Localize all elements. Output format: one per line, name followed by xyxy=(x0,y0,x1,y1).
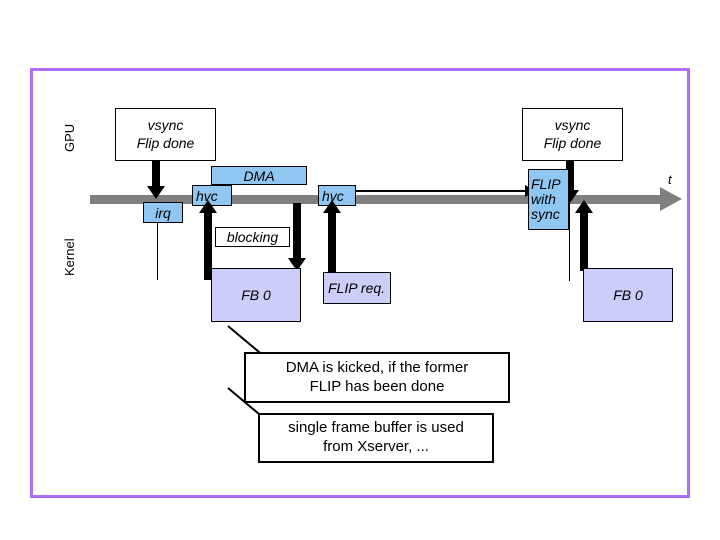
vsync-left-line1: vsync xyxy=(147,117,184,133)
callout-box-single-framebuffer: single frame buffer is used from Xserver… xyxy=(258,413,494,463)
vsync-right-line1: vsync xyxy=(554,117,591,133)
vsync-flip-done-box-left: vsync Flip done xyxy=(115,108,216,161)
lane-label-gpu: GPU xyxy=(62,123,77,153)
flip-with-sync-line3: sync xyxy=(531,206,560,223)
fb-right-to-flip-arrow-head xyxy=(575,200,593,213)
fb-left-label: FB 0 xyxy=(241,287,271,303)
vsync-right-lifeline xyxy=(569,203,570,281)
hvc-to-flip-connector-line xyxy=(356,190,527,192)
vsync-right-arrow-shaft xyxy=(566,161,574,194)
irq-lifeline xyxy=(157,223,158,280)
flip-with-sync-box: FLIP with sync xyxy=(528,169,569,230)
callout-1-line2: FLIP has been done xyxy=(309,377,445,395)
time-axis-label: t xyxy=(668,172,672,187)
vsync-right-line2: Flip done xyxy=(543,134,602,151)
irq-box: irq xyxy=(143,202,183,223)
hvc-first-label: hvc xyxy=(196,187,218,204)
callout-2-line2: from Xserver, ... xyxy=(323,438,429,455)
frame-buffer-box-right: FB 0 xyxy=(583,268,673,322)
vsync-left-line2: Flip done xyxy=(136,134,195,151)
flipreq-to-hvc-arrow-shaft xyxy=(328,211,336,274)
fb-right-label: FB 0 xyxy=(613,287,643,303)
flip-with-sync-line1: FLIP xyxy=(531,175,561,192)
dma-to-fb-arrow-head xyxy=(288,258,306,271)
flipreq-to-hvc-arrow-head xyxy=(323,200,341,213)
dma-to-fb-arrow-shaft xyxy=(293,203,301,261)
timeline-bar xyxy=(90,195,665,204)
dma-box: DMA xyxy=(211,166,307,185)
blocking-box: blocking xyxy=(215,227,290,247)
fb-to-hvc-arrow-shaft xyxy=(204,211,212,280)
flip-with-sync-line2: with xyxy=(531,190,556,207)
fb-to-hvc-arrow-head xyxy=(199,200,217,213)
timeline-arrow-head xyxy=(660,187,682,211)
callout-1-line1: DMA is kicked, if the former xyxy=(285,358,469,376)
frame-buffer-box-left: FB 0 xyxy=(211,268,301,322)
fb-right-to-flip-arrow-shaft xyxy=(580,211,588,271)
vsync-to-irq-arrow-shaft xyxy=(152,161,160,188)
hvc-second-label: hvc xyxy=(322,187,344,204)
vsync-to-irq-arrow-head xyxy=(147,186,165,199)
vsync-flip-done-box-right: vsync Flip done xyxy=(522,108,623,161)
blocking-label: blocking xyxy=(226,229,279,245)
irq-label: irq xyxy=(155,204,171,221)
flip-request-box: FLIP req. xyxy=(323,272,391,304)
callout-2-line1: single frame buffer is used xyxy=(288,419,464,437)
dma-label: DMA xyxy=(243,167,275,184)
callout-box-dma-kicked: DMA is kicked, if the former FLIP has be… xyxy=(244,352,510,403)
lane-label-kernel: Kernel xyxy=(62,238,77,276)
flip-req-label: FLIP req. xyxy=(328,280,386,296)
